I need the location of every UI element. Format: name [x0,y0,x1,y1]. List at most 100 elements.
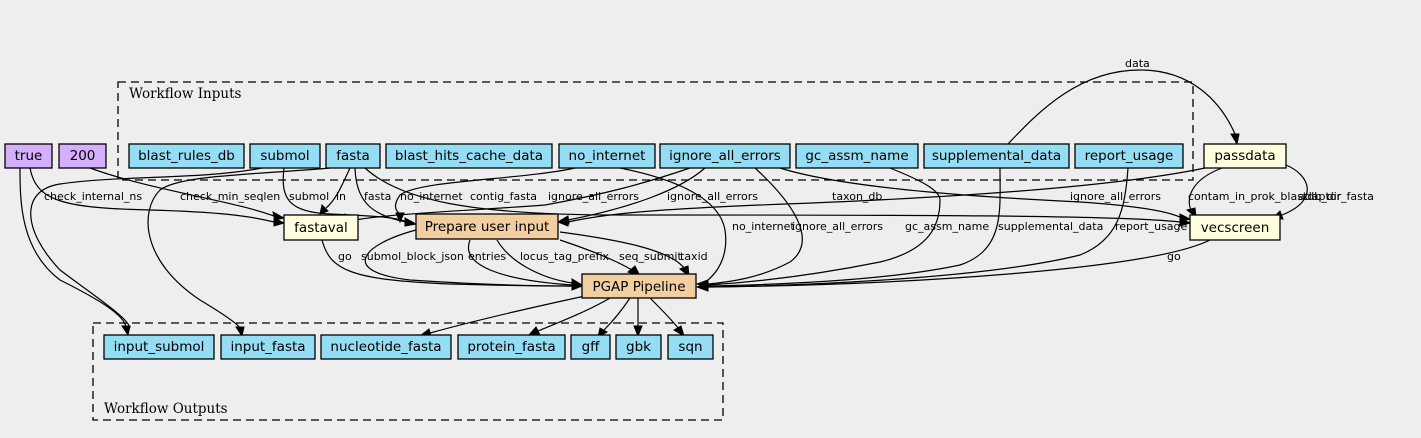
edge-prepare-to-pgap-entries: entries [467,239,573,286]
edge-label-report-usage: report_usage [1115,220,1188,233]
edge-label-supplemental-data: supplemental_data [998,220,1103,233]
node-fastaval[interactable]: fastaval [283,214,359,241]
node-no-internet[interactable]: no_internet [558,143,656,169]
node-blast-rules-db-label: blast_rules_db [138,148,235,164]
edge-pgap-to-gff [597,297,631,338]
node-report-usage-label: report_usage [1085,148,1174,164]
edge-submol-to-input-submol-out [30,167,263,329]
node-sqn[interactable]: sqn [667,334,714,360]
node-true[interactable]: true [4,143,53,169]
node-nucleotide-fasta-box [320,334,452,360]
edge-label-go-1: go [338,250,352,263]
node-pgap-pipeline[interactable]: PGAP Pipeline [581,273,697,299]
edge-label-ignore-all-errors-4: ignore_all_errors [792,220,883,233]
node-supplemental-data-label: supplemental_data [932,148,1061,164]
node-fasta-box [325,143,381,169]
node-fastaval-box [283,214,359,241]
node-input-fasta-label: input_fasta [230,339,305,355]
node-ignore-all-errors[interactable]: ignore_all_errors [659,143,791,169]
edge-label-ignore-all-errors-2: ignore_all_errors [667,190,758,203]
edge-pgap-to-sqn [649,297,685,338]
edge-label-contam-in-prok-blastdb-dir: contam_in_prok_blastdb_dir [1188,190,1342,203]
node-gff[interactable]: gff [570,334,611,360]
node-ignore-all-errors-box [659,143,791,169]
node-vecscreen-box [1189,214,1281,241]
node-protein-fasta-box [457,334,566,360]
edge-passdata-to-prepare: taxon_db [567,167,1206,223]
edge-label-entries: entries [468,250,506,263]
edge-vecscreen-to-pgap: go [695,239,1211,292]
edge-submol-to-prepare: submol [282,167,407,223]
edges: data check_internal_ns check_min_seqlen [19,57,1374,338]
edge-label-no-internet: no_internet [400,190,463,203]
node-supplemental-data-box [923,143,1070,169]
node-nucleotide-fasta-label: nucleotide_fasta [330,339,441,355]
workflow-inputs-cluster: Workflow Inputs [117,81,1194,181]
node-gbk[interactable]: gbk [615,334,662,360]
node-vecscreen[interactable]: vecscreen [1189,214,1281,241]
edge-pgap-to-gbk [633,298,643,338]
edge-label-data: data [1125,57,1150,70]
node-prepare-user-input-label: Prepare user input [425,219,550,235]
node-ignore-all-errors-label: ignore_all_errors [669,148,781,164]
node-sqn-label: sqn [678,339,702,355]
node-input-submol-box [103,334,215,360]
node-gc-assm-name-label: gc_assm_name [805,148,908,164]
node-input-submol-label: input_submol [114,339,205,355]
node-blast-rules-db-box [128,143,245,169]
node-200[interactable]: 200 [58,143,107,169]
edge-label-ignore-all-errors-1: ignore_all_errors [548,190,639,203]
node-blast-hits-cache-data[interactable]: blast_hits_cache_data [385,143,553,169]
node-protein-fasta[interactable]: protein_fasta [457,334,566,360]
node-200-box [58,143,107,169]
edge-gc-assm-name-to-pgap: gc_assm_name [707,167,989,286]
node-pgap-pipeline-box [581,273,697,299]
node-submol-label: submol [260,148,309,164]
node-no-internet-box [558,143,656,169]
node-pgap-pipeline-label: PGAP Pipeline [592,279,685,295]
node-prepare-user-input[interactable]: Prepare user input [415,213,559,240]
node-200-label: 200 [70,148,96,164]
edge-label-submol-block-json: submol_block_json [361,250,464,263]
edge-ignore-all-errors-to-vecscreen: ignore_all_errors [779,167,1183,219]
node-true-box [4,143,53,169]
node-input-fasta[interactable]: input_fasta [220,334,316,360]
edge-no-internet-to-pgap: no_internet [619,167,795,281]
edge-label-ignore-all-errors-3: ignore_all_errors [1070,190,1161,203]
edge-label-gc-assm-name: gc_assm_name [905,220,989,233]
edge-label-no-internet-2: no_internet [732,220,795,233]
node-no-internet-label: no_internet [569,148,646,164]
edge-label-check-min-seqlen: check_min_seqlen [180,190,280,203]
node-gbk-box [615,334,662,360]
node-fasta-label: fasta [336,148,370,164]
edge-pgap-to-protein-fasta [527,297,611,336]
node-blast-rules-db[interactable]: blast_rules_db [128,143,245,169]
edge-fasta-to-input-fasta [147,167,331,338]
edge-label-seq-submit: seq_submit [619,250,682,263]
node-fasta[interactable]: fasta [325,143,381,169]
edge-fastaval-to-pgap: go [321,239,573,287]
node-passdata-box [1203,143,1287,169]
node-submol[interactable]: submol [249,143,321,169]
edge-label-in: in [336,190,346,203]
node-report-usage[interactable]: report_usage [1074,143,1184,169]
node-input-submol[interactable]: input_submol [103,334,215,360]
workflow-outputs-cluster: Workflow Outputs [92,322,724,421]
node-gc-assm-name-box [795,143,919,169]
edge-arrowheads [333,213,1192,291]
edge-label-taxon-db: taxon_db [832,190,882,203]
node-nucleotide-fasta[interactable]: nucleotide_fasta [320,334,452,360]
edge-label-contig-fasta: contig_fasta [470,190,537,203]
node-blast-hits-cache-data-label: blast_hits_cache_data [395,148,543,164]
node-blast-hits-cache-data-box [385,143,553,169]
node-passdata[interactable]: passdata [1203,143,1287,169]
edge-passdata-to-vecscreen-blastdb: contam_in_prok_blastdb_dir [1185,167,1342,219]
node-gc-assm-name[interactable]: gc_assm_name [795,143,919,169]
node-protein-fasta-label: protein_fasta [467,339,555,355]
edge-label-adaptor-fasta: adaptor_fasta [1298,190,1374,203]
edge-prepare-to-pgap-submol-block-json: submol_block_json [361,229,573,287]
edge-supplemental-data-to-passdata: data [1007,57,1240,146]
edge-supplemental-data-to-pgap: supplemental_data [707,167,1103,287]
edge-pgap-to-nucleotide-fasta [418,295,586,338]
node-supplemental-data[interactable]: supplemental_data [923,143,1070,169]
